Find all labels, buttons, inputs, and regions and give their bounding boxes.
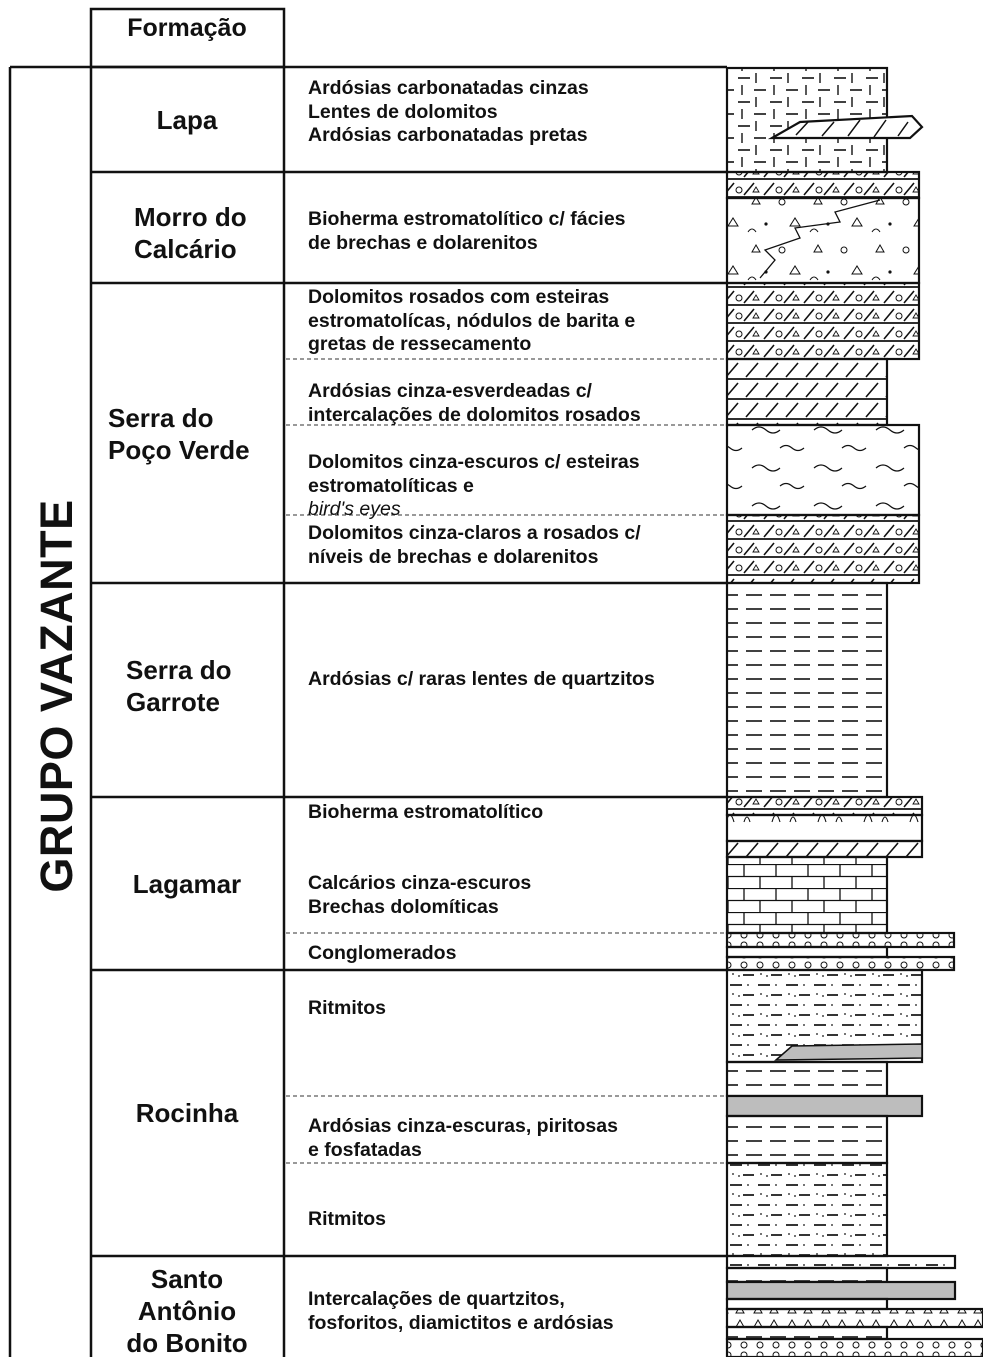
description-santo-antonio: Intercalações de quartzitos, fosforitos,…	[308, 1288, 614, 1334]
description-rocinha-ardosias: Ardósias cinza-escuras, piritosas e fosf…	[308, 1115, 618, 1161]
description-poco-verde-escuros: Dolomitos cinza-escuros c/ esteiras estr…	[308, 451, 640, 520]
description-poco-verde-claros: Dolomitos cinza-claros a rosados c/ níve…	[308, 522, 641, 568]
description-lagamar-bioherma: Bioherma estromatolítico	[308, 801, 544, 823]
rocinha-slate-1	[725, 1060, 889, 1098]
santo-slate	[725, 1266, 889, 1284]
poco-slate-dolomite	[725, 357, 889, 427]
santo-conglomerate	[725, 1337, 983, 1357]
formation-name-lagamar: Lagamar	[132, 868, 242, 899]
santo-diamictite	[725, 1307, 983, 1329]
lagamar-stromatolite	[725, 813, 924, 843]
description-rocinha-ritmitos-upper: Ritmitos	[308, 997, 386, 1019]
lagamar-conglomerate-2	[725, 955, 956, 972]
santo-slate-3	[725, 1325, 889, 1341]
lagamar-limestone	[725, 855, 889, 935]
sub-dividers	[286, 358, 727, 1164]
santo-quartzite	[725, 1254, 957, 1270]
formation-name-rocinha: Rocinha	[135, 1098, 239, 1128]
description-poco-verde-rosados: Dolomitos rosados com esteiras estromato…	[308, 286, 636, 355]
rocinha-slate-2	[725, 1114, 889, 1165]
lithologic-column	[725, 66, 983, 1357]
description-lapa: Ardósias carbonatadas cinzas Lentes de d…	[308, 77, 589, 146]
rocinha-rhythmite-lower	[725, 1161, 889, 1258]
lagamar-conglomerate-1	[725, 931, 956, 949]
formation-name-serra-do-poco-verde: Serra do Poço Verde	[108, 403, 250, 465]
description-rocinha-ritmitos-lower: Ritmitos	[308, 1208, 386, 1230]
formation-name-santo-antonio-do-bonito: Santo Antônio do Bonito	[126, 1264, 248, 1358]
formation-name-serra-do-garrote: Serra do Garrote	[126, 655, 232, 717]
description-lagamar-calcarios: Calcários cinza-escuros Brechas dolomíti…	[308, 872, 532, 918]
santo-slate-2	[725, 1297, 889, 1311]
poco-light-dolomite	[725, 513, 921, 585]
rocinha-phosphorite	[725, 1094, 924, 1118]
santo-phosphorite	[725, 1280, 957, 1301]
description-lagamar-conglomerados: Conglomerados	[308, 942, 457, 964]
lagamar-shale-band	[725, 945, 889, 959]
garrote-slate	[725, 581, 889, 799]
table-grid	[8, 7, 727, 1357]
description-garrote: Ardósias c/ raras lentes de quartzitos	[308, 668, 655, 690]
rocinha-lens-upper	[773, 1043, 923, 1061]
poco-dark-dolomite	[725, 423, 921, 517]
morro-breccia-bioherm	[725, 196, 921, 285]
group-vazante-label: GRUPO VAZANTE	[31, 499, 82, 893]
formation-name-morro-do-calcario: Morro do Calcário	[134, 202, 247, 264]
birds-eyes-italic: bird's eyes	[308, 498, 401, 520]
poco-dolomite-upper	[725, 281, 921, 361]
lagamar-dolomite-top	[725, 795, 924, 817]
morro-top-dolomite	[725, 170, 921, 200]
description-poco-verde-ardosias: Ardósias cinza-esverdeadas c/ intercalaç…	[308, 380, 641, 426]
lagamar-dolomite-base	[725, 839, 924, 859]
header-formation-label: Formação	[127, 14, 247, 42]
formation-name-lapa: Lapa	[156, 105, 218, 135]
description-morro-do-calcario: Bioherma estromatolítico c/ fácies de br…	[308, 208, 626, 254]
